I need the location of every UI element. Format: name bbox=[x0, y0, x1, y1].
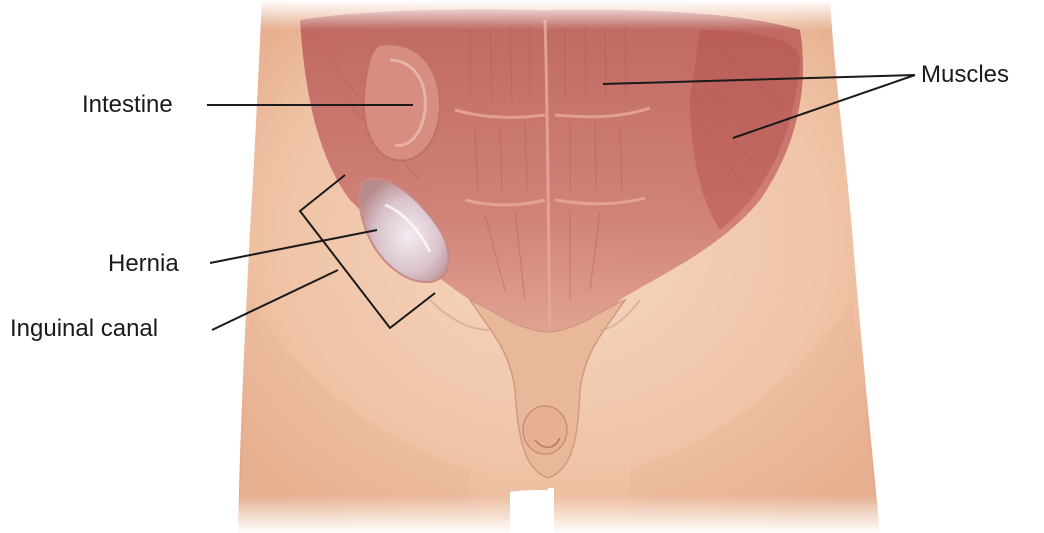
hernia-label: Hernia bbox=[108, 250, 179, 278]
intestine-label: Intestine bbox=[82, 91, 173, 119]
muscles-label: Muscles bbox=[921, 61, 1009, 89]
inguinal-canal-label: Inguinal canal bbox=[10, 315, 158, 343]
